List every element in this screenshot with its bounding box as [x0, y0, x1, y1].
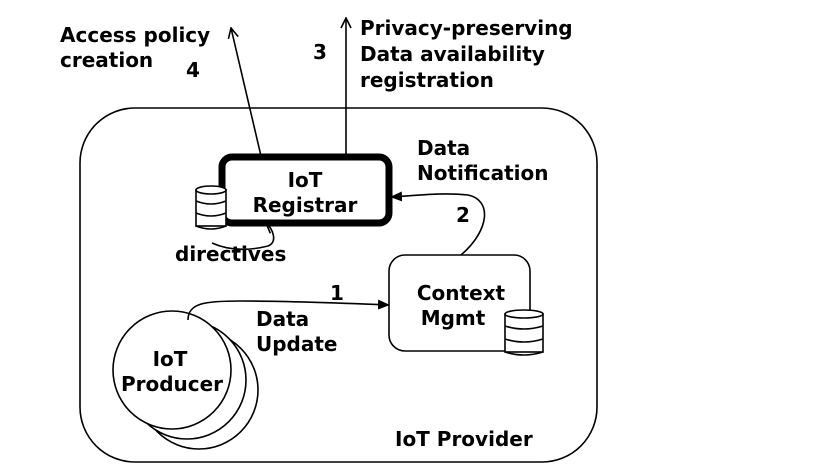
- access-policy-arrow: [231, 28, 262, 157]
- access-policy-label-line2: creation: [60, 48, 153, 72]
- provider-label: IoT Provider: [395, 427, 533, 451]
- availability-registration-label-line1: Privacy-preserving: [360, 16, 573, 40]
- data-notification-label-line1: Data: [417, 136, 470, 160]
- availability-registration-label-line2: Data availability: [360, 42, 545, 66]
- step-number-3: 3: [313, 40, 327, 64]
- context-mgmt-label-line1: Context: [417, 281, 506, 305]
- data-notification-arrow: [390, 191, 486, 256]
- iot-producer-label-line2: Producer: [121, 372, 223, 396]
- data-update-label-line2: Update: [256, 332, 338, 356]
- step-number-1: 1: [330, 281, 344, 305]
- access-policy-label-line1: Access policy: [60, 23, 210, 47]
- database-icon: [504, 309, 544, 356]
- iot-registrar-label-line1: IoT: [288, 168, 323, 192]
- data-notification-label-line2: Notification: [417, 161, 548, 185]
- step-number-4: 4: [186, 58, 200, 82]
- directives-label: directives: [175, 242, 286, 266]
- data-update-arrow: [187, 299, 390, 321]
- iot-producer-label-line1: IoT: [153, 347, 188, 371]
- step-number-2: 2: [456, 203, 470, 227]
- data-update-label-line1: Data: [256, 307, 309, 331]
- iot-registrar-label-line2: Registrar: [253, 193, 358, 217]
- directives-arrow: [211, 223, 274, 251]
- iot-producer-stack: [112, 310, 259, 450]
- availability-registration-label-line3: registration: [360, 68, 494, 92]
- provider-boundary: [79, 107, 598, 463]
- database-icon: [195, 185, 227, 230]
- context-mgmt-label-line2: Mgmt: [421, 306, 486, 330]
